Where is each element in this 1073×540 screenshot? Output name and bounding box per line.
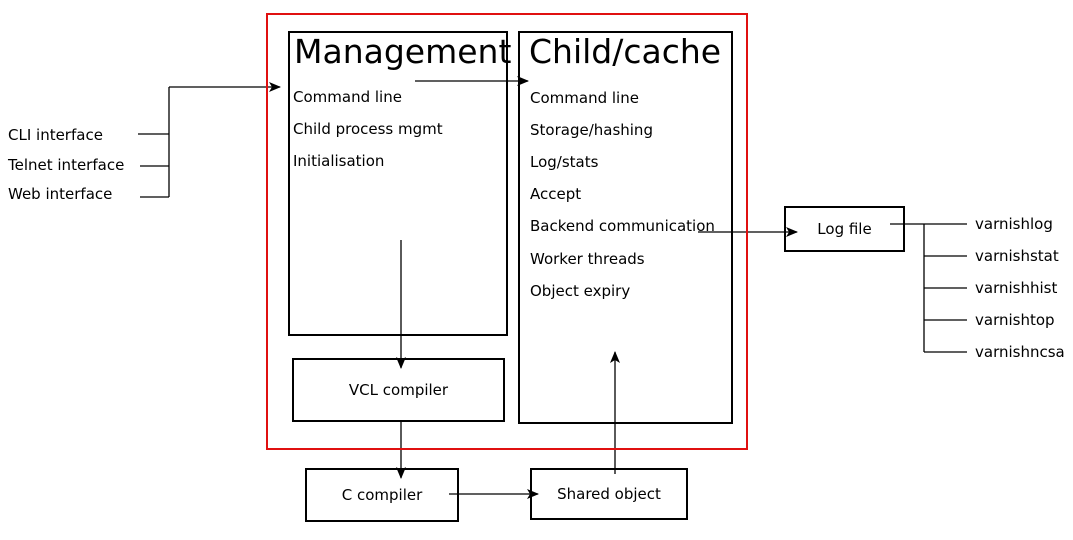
- child-cache-title: Child/cache: [529, 32, 722, 71]
- child-item: Log/stats: [530, 153, 599, 171]
- tool-label: varnishncsa: [975, 343, 1065, 361]
- child-item: Object expiry: [530, 282, 631, 300]
- shared-object-label: Shared object: [557, 485, 661, 503]
- log-file-label: Log file: [817, 220, 872, 238]
- child-item: Command line: [530, 89, 639, 107]
- child-item: Accept: [530, 185, 582, 203]
- child-item: Worker threads: [530, 250, 645, 268]
- vcl-compiler-box: [292, 358, 505, 422]
- management-box: [288, 31, 508, 336]
- log-file-box: [784, 206, 905, 252]
- tool-label: varnishlog: [975, 215, 1053, 233]
- child-cache-box: [518, 31, 733, 424]
- management-item: Initialisation: [293, 152, 385, 170]
- tool-label: varnishstat: [975, 247, 1059, 265]
- management-item: Child process mgmt: [293, 120, 443, 138]
- cli-interface-label: CLI interface: [8, 126, 103, 144]
- c-compiler-box: [305, 468, 459, 522]
- varnishd-frame: [266, 13, 748, 450]
- tool-label: varnishhist: [975, 279, 1058, 297]
- shared-object-box: [530, 468, 688, 520]
- management-item: Command line: [293, 88, 402, 106]
- management-title: Management: [294, 32, 512, 71]
- child-item: Backend communication: [530, 217, 715, 235]
- web-interface-label: Web interface: [8, 185, 113, 203]
- telnet-interface-label: Telnet interface: [8, 156, 125, 174]
- tool-label: varnishtop: [975, 311, 1055, 329]
- c-compiler-label: C compiler: [341, 486, 423, 504]
- child-item: Storage/hashing: [530, 121, 653, 139]
- vcl-compiler-label: VCL compiler: [348, 381, 449, 399]
